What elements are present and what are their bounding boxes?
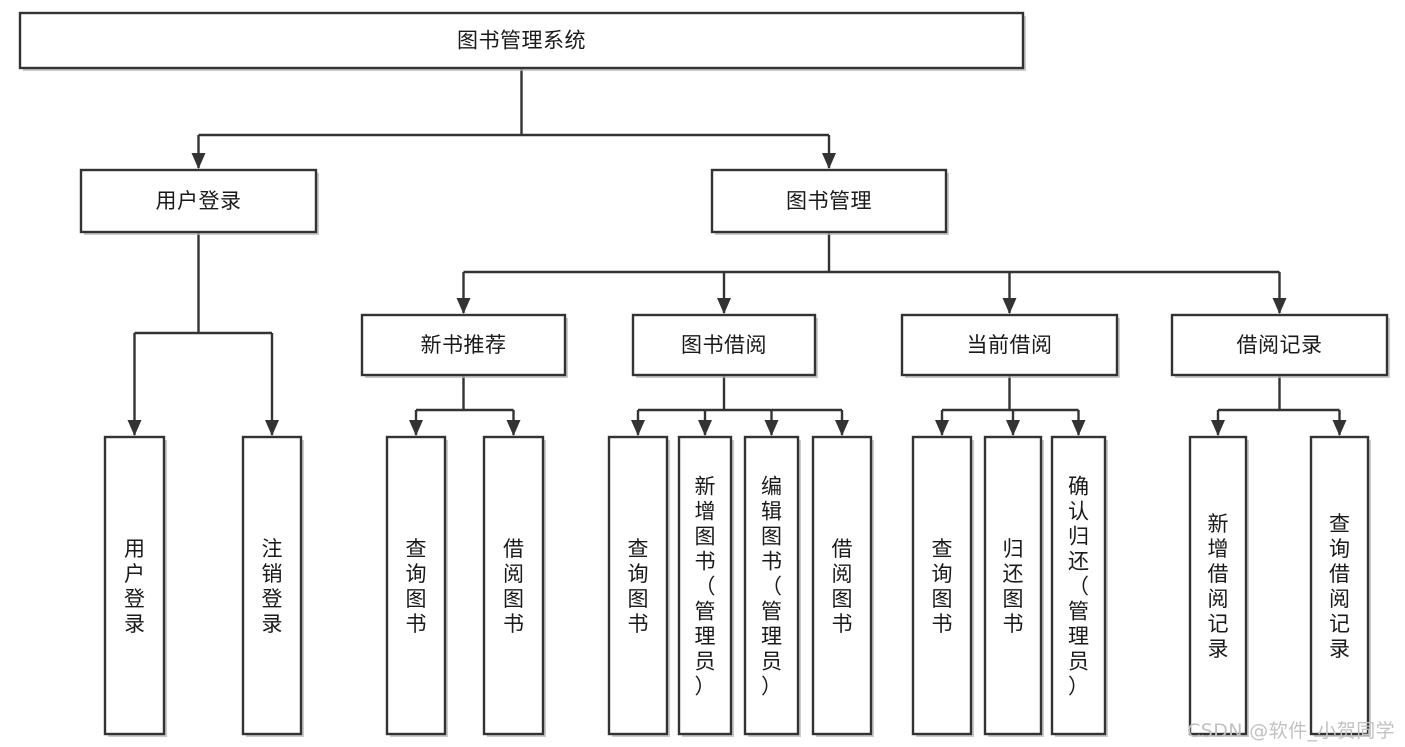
- node-rect[interactable]: [900, 313, 1119, 377]
- node-label: 查询借阅记录: [1329, 512, 1350, 661]
- node-label: 注销登录: [262, 537, 283, 636]
- node-root-system[interactable]: 图书管理系统: [18, 11, 1026, 71]
- node-leaf-user-login[interactable]: 用户登录: [103, 435, 167, 737]
- node-leaf-add-book[interactable]: 新增图书（管理员）: [677, 435, 734, 737]
- node-current-borrow[interactable]: 当前借阅: [900, 313, 1120, 378]
- node-leaf-confirm-return[interactable]: 确认归还（管理员）: [1050, 435, 1108, 737]
- node-label: 新书推荐: [421, 333, 507, 357]
- node-leaf-query-book-1[interactable]: 查询图书: [385, 435, 448, 737]
- arrow-head-icon: [506, 420, 521, 436]
- arrow-head-icon: [717, 298, 731, 314]
- node-rect[interactable]: [241, 435, 303, 736]
- arrow-head-icon: [409, 420, 423, 436]
- arrow-head-icon: [1332, 420, 1347, 436]
- node-label: 借阅图书: [503, 537, 524, 636]
- arrow-head-icon: [822, 153, 836, 169]
- node-leaf-borrow-book-1[interactable]: 借阅图书: [482, 435, 546, 737]
- node-label: 图书管理: [786, 189, 872, 213]
- arrow-head-icon: [698, 420, 712, 436]
- node-label: 用户登录: [156, 189, 242, 213]
- node-rect[interactable]: [482, 435, 545, 736]
- node-rect[interactable]: [811, 435, 873, 736]
- arrow-head-icon: [631, 420, 645, 436]
- node-leaf-query-book-3[interactable]: 查询图书: [911, 435, 974, 737]
- arrow-head-icon: [456, 298, 471, 314]
- arrow-head-icon: [1211, 420, 1225, 436]
- node-leaf-add-record[interactable]: 新增借阅记录: [1188, 435, 1249, 737]
- node-user-login[interactable]: 用户登录: [79, 168, 319, 235]
- node-rect[interactable]: [1188, 435, 1248, 736]
- node-rect[interactable]: [631, 313, 817, 377]
- node-label: 用户登录: [124, 537, 145, 636]
- node-rect[interactable]: [677, 435, 733, 736]
- arrow-head-icon: [935, 420, 949, 436]
- arrow-head-icon: [191, 153, 206, 169]
- node-rect[interactable]: [360, 313, 567, 377]
- node-rect[interactable]: [743, 435, 800, 736]
- node-rect[interactable]: [911, 435, 973, 736]
- node-leaf-edit-book[interactable]: 编辑图书（管理员）: [743, 435, 801, 737]
- node-leaf-query-book-2[interactable]: 查询图书: [607, 435, 670, 737]
- node-rect[interactable]: [385, 435, 447, 736]
- node-label: 图书借阅: [681, 333, 767, 357]
- arrow-head-icon: [1071, 420, 1086, 436]
- arrow-head-icon: [1272, 298, 1287, 314]
- node-rect[interactable]: [18, 11, 1025, 70]
- node-boxes: 图书管理系统用户登录图书管理新书推荐图书借阅当前借阅借阅记录用户登录注销登录查询…: [18, 11, 1390, 737]
- node-leaf-logout[interactable]: 注销登录: [241, 435, 304, 737]
- node-label: 查询图书: [406, 537, 427, 636]
- node-rect[interactable]: [103, 435, 166, 736]
- arrow-head-icon: [265, 420, 279, 436]
- node-label: 查询图书: [932, 537, 953, 636]
- node-label: 新增图书（管理员）: [695, 475, 716, 699]
- node-book-manage[interactable]: 图书管理: [710, 168, 949, 235]
- arrow-head-icon: [127, 420, 142, 436]
- node-label: 新增借阅记录: [1208, 512, 1229, 661]
- node-leaf-query-record[interactable]: 查询借阅记录: [1309, 435, 1371, 737]
- node-leaf-return-book[interactable]: 归还图书: [983, 435, 1044, 737]
- node-label: 图书管理系统: [457, 29, 586, 53]
- arrow-head-icon: [764, 420, 779, 436]
- node-leaf-borrow-book-2[interactable]: 借阅图书: [811, 435, 874, 737]
- node-rect[interactable]: [1170, 313, 1389, 377]
- node-rect[interactable]: [983, 435, 1043, 736]
- node-label: 当前借阅: [967, 333, 1053, 357]
- node-label: 查询图书: [628, 537, 649, 636]
- node-book-borrow[interactable]: 图书借阅: [631, 313, 818, 378]
- node-new-book-rec[interactable]: 新书推荐: [360, 313, 568, 378]
- node-rect[interactable]: [1050, 435, 1107, 736]
- node-label: 归还图书: [1003, 537, 1024, 636]
- arrow-head-icon: [1006, 420, 1020, 436]
- node-rect[interactable]: [607, 435, 669, 736]
- node-label: 借阅图书: [832, 537, 853, 636]
- connector-lines: [127, 68, 1347, 436]
- csdn-watermark: CSDN @软件_小贺同学: [1187, 720, 1395, 742]
- node-rect[interactable]: [79, 168, 318, 234]
- node-rect[interactable]: [1309, 435, 1370, 736]
- arrow-head-icon: [835, 420, 849, 436]
- node-label: 编辑图书（管理员）: [761, 475, 782, 699]
- arrow-head-icon: [1002, 298, 1017, 314]
- node-label: 借阅记录: [1237, 333, 1323, 357]
- node-borrow-record[interactable]: 借阅记录: [1170, 313, 1390, 378]
- node-rect[interactable]: [710, 168, 948, 234]
- node-label: 确认归还（管理员）: [1068, 475, 1089, 699]
